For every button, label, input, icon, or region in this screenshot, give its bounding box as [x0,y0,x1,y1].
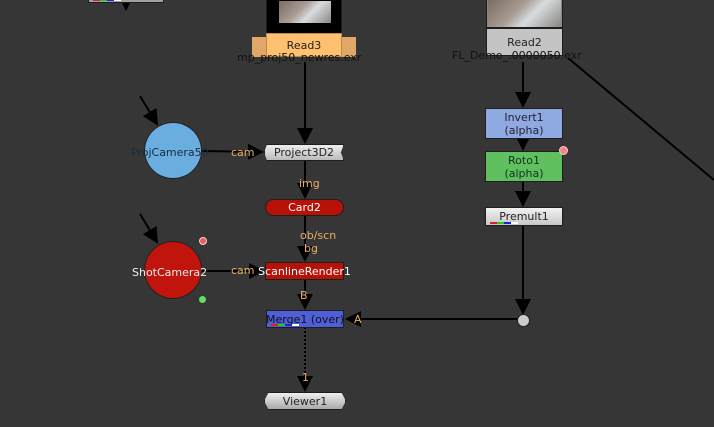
read3-label: Read3 [286,38,322,52]
project3d-node[interactable]: Project3D2 [264,144,344,161]
merge-node[interactable]: Merge1 (over) [266,310,344,328]
project3d-label: Project3D2 [273,146,335,159]
edge-label-b: B [300,289,308,302]
status-dot [559,146,568,155]
read3-node[interactable]: Read3 [266,33,342,57]
edge-label-cam: cam [231,264,255,277]
dot-node[interactable] [517,314,530,327]
read3-filename: mp_proj50_newres.exr [237,51,362,64]
card-label: Card2 [288,201,321,214]
edge-label-a: A [354,313,362,326]
edge-label-obscn: ob/scn [300,229,337,242]
invert-label: Invert1 [504,110,544,124]
scanline-render-label: ScanlineRender1 [258,264,351,278]
read2-thumbnail[interactable] [486,0,563,28]
read2-filename: FL_Demo_.0000050.exr [452,49,582,62]
edge-label-1: 1 [302,371,309,384]
edge-label-img: img [299,177,320,190]
proj-camera-node[interactable] [144,122,202,179]
shot-camera-label: ShotCamera2 [132,266,208,279]
merge-label: Merge1 (over) [266,312,344,326]
shot-camera-node[interactable] [144,241,202,299]
premult-label: Premult1 [499,210,549,223]
read2-label: Read2 [507,35,542,49]
roto-sublabel: (alpha) [504,166,544,180]
status-dot [199,296,206,303]
status-dot [199,237,207,245]
viewer-node[interactable]: Viewer1 [264,392,346,410]
roto-node[interactable]: Roto1(alpha) [485,151,563,182]
scanline-render-node[interactable]: ScanlineRender1 [258,262,351,280]
invert-sublabel: (alpha) [504,123,544,137]
read2-node[interactable]: Read2 [486,28,563,56]
proj-camera-label: ProjCamera50 [131,146,209,159]
roto-label: Roto1 [508,153,540,167]
card-node[interactable]: Card2 [265,199,344,216]
invert-node[interactable]: Invert1(alpha) [485,108,563,139]
channel-indicator [93,0,121,1]
edge-label-cam: cam [231,146,255,159]
edge-label-bg: bg [304,242,318,255]
viewer-label: Viewer1 [282,394,328,408]
read3-thumbnail[interactable] [266,0,342,34]
premult-node[interactable]: Premult1 [485,207,563,226]
offscreen-node[interactable] [88,0,164,3]
